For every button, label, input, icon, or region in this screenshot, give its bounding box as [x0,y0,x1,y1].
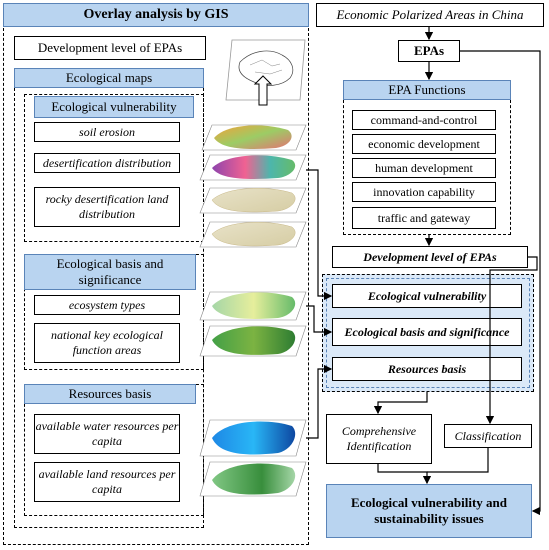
final-outcome-box: Ecological vulnerability and sustainabil… [326,484,532,538]
group-vulnerability-frame [24,94,204,242]
comprehensive-identification-box: Comprehensive Identification [326,414,432,464]
function-traffic: traffic and gateway [352,207,496,229]
group-basis-header: Ecological basis and significance [24,254,196,290]
left-panel-title: Overlay analysis by GIS [3,3,309,27]
item-key-function-areas: national key ecological function areas [34,323,180,363]
epas-box: EPAs [398,40,460,62]
classification-box: Classification [444,424,532,448]
item-water-resources: available water resources per capita [34,414,180,454]
epa-functions-frame [343,100,511,235]
function-human: human development [352,158,496,178]
outline-map-top [225,39,306,101]
item-rocky-desertification: rocky desertification land distribution [34,187,180,227]
development-level-box: Development level of EPAs [14,36,206,60]
group-resources-header: Resources basis [24,384,196,404]
epa-functions-header: EPA Functions [343,80,511,100]
item-soil-erosion: soil erosion [34,122,180,142]
development-level-epas-box: Development level of EPAs [332,246,528,268]
ecological-maps-header: Ecological maps [14,68,204,88]
function-economic: economic development [352,134,496,154]
up-arrow-icon [253,75,273,106]
function-command: command-and-control [352,110,496,130]
function-innovation: innovation capability [352,182,496,202]
group-vulnerability-header: Ecological vulnerability [34,96,194,118]
item-land-resources: available land resources per capita [34,462,180,502]
resources-basis-box: Resources basis [332,357,522,381]
item-ecosystem-types: ecosystem types [34,295,180,315]
right-panel-title: Economic Polarized Areas in China [316,3,544,27]
item-desertification: desertification distribution [34,153,180,173]
